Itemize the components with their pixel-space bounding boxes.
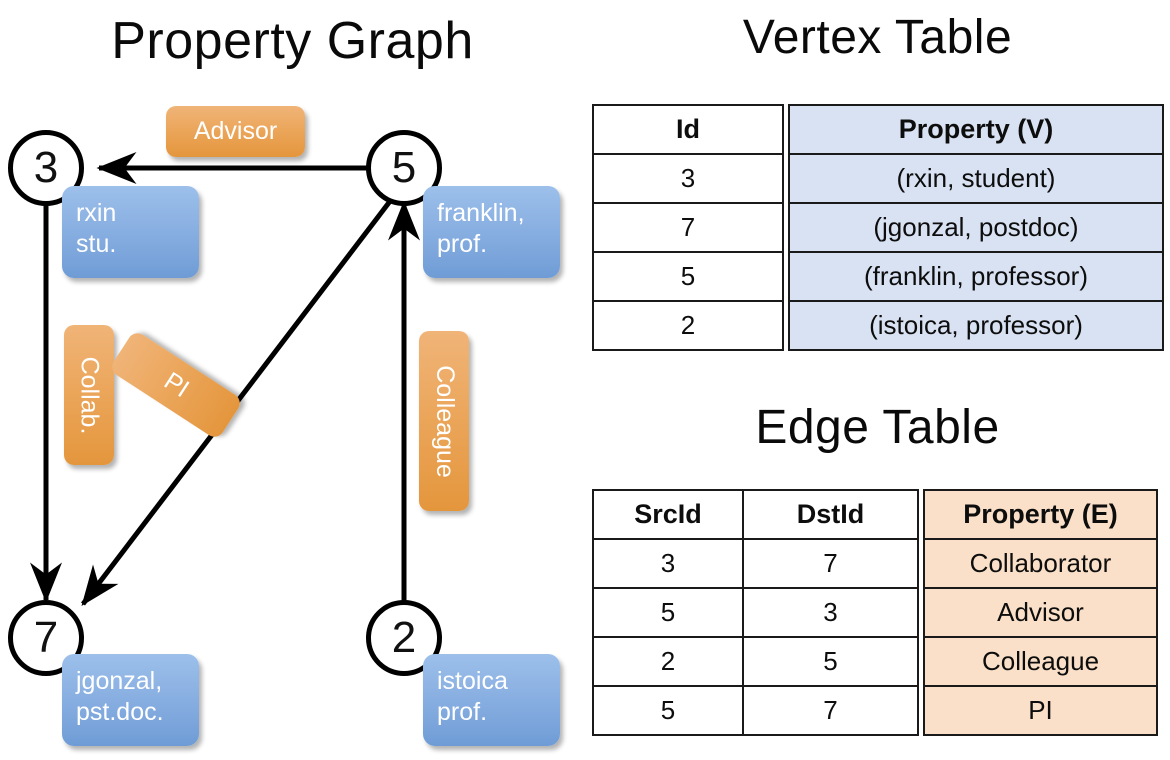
graph-node-2-label: 2 (391, 613, 417, 662)
vertex-row-0-id: 3 (592, 153, 784, 204)
page-title-vertex-table: Vertex Table (742, 11, 1013, 64)
edge-row-3-src: 5 (592, 685, 744, 736)
edge-label-colleague-text: Colleague (430, 364, 459, 478)
edge-row-0-src: 3 (592, 538, 744, 589)
table-row[interactable]: 5 7 PI (592, 685, 1158, 736)
table-row[interactable]: 3 (rxin, student) (592, 153, 1164, 204)
table-row[interactable]: 2 5 Colleague (592, 636, 1158, 687)
edge-table: SrcId DstId Property (E) 3 7 Collaborato… (592, 489, 1158, 736)
table-row[interactable]: 7 (jgonzal, postdoc) (592, 202, 1164, 253)
vertex-box-istoica-line1: istoica (437, 667, 508, 695)
vertex-box-rxin-line1: rxin (76, 199, 117, 227)
edge-row-2-property: Colleague (923, 636, 1158, 687)
edge-row-0-dst: 7 (742, 538, 919, 589)
page-title-edge-table: Edge Table (755, 401, 1000, 454)
edge-row-2-src: 2 (592, 636, 744, 687)
edge-table-header-property: Property (E) (923, 489, 1158, 540)
vertex-table-header-row: Id Property (V) (592, 104, 1164, 155)
vertex-row-3-id: 2 (592, 300, 784, 351)
edge-row-1-property: Advisor (923, 587, 1158, 638)
vertex-row-1-id: 7 (592, 202, 784, 253)
vertex-table: Id Property (V) 3 (rxin, student) 7 (jgo… (592, 104, 1164, 351)
edge-row-3-dst: 7 (742, 685, 919, 736)
edge-row-1-src: 5 (592, 587, 744, 638)
edge-label-pi-text: PI (158, 366, 194, 403)
vertex-box-franklin-line2: prof. (437, 230, 488, 258)
vertex-box-istoica[interactable]: istoica prof. (423, 654, 560, 746)
edge-table-header-row: SrcId DstId Property (E) (592, 489, 1158, 540)
vertex-box-istoica-line2: prof. (437, 698, 488, 726)
edge-label-advisor-text: Advisor (193, 117, 278, 145)
edge-label-collab-text: Collab. (75, 356, 104, 434)
vertex-box-jgonzal[interactable]: jgonzal, pst.doc. (62, 654, 199, 746)
table-row[interactable]: 2 (istoica, professor) (592, 300, 1164, 351)
vertex-table-header-property: Property (V) (788, 104, 1164, 155)
vertex-row-1-property: (jgonzal, postdoc) (788, 202, 1164, 253)
vertex-row-2-id: 5 (592, 251, 784, 302)
edge-table-header-dstid: DstId (742, 489, 919, 540)
page-title-property-graph: Property Graph (111, 12, 474, 70)
vertex-row-3-property: (istoica, professor) (788, 300, 1164, 351)
vertex-table-header-id: Id (592, 104, 784, 155)
edge-label-colleague[interactable]: Colleague (419, 331, 469, 511)
graph-node-2[interactable]: 2 (366, 600, 442, 676)
vertex-box-jgonzal-line1: jgonzal, (76, 667, 163, 695)
table-row[interactable]: 5 (franklin, professor) (592, 251, 1164, 302)
edge-row-0-property: Collaborator (923, 538, 1158, 589)
edge-row-2-dst: 5 (742, 636, 919, 687)
graph-node-3-label: 3 (33, 143, 59, 192)
vertex-row-0-property: (rxin, student) (788, 153, 1164, 204)
vertex-row-2-property: (franklin, professor) (788, 251, 1164, 302)
property-graph-diagram: 3 5 7 2 rxin stu. franklin, prof. jgonza… (8, 106, 560, 746)
edge-label-collab[interactable]: Collab. (64, 325, 114, 465)
edge-table-header-srcid: SrcId (592, 489, 744, 540)
graph-node-5-label: 5 (391, 143, 417, 192)
graph-node-7-label: 7 (33, 613, 59, 662)
edge-row-1-dst: 3 (742, 587, 919, 638)
table-row[interactable]: 3 7 Collaborator (592, 538, 1158, 589)
vertex-box-rxin-line2: stu. (76, 230, 117, 258)
vertex-box-franklin-line1: franklin, (437, 199, 525, 227)
vertex-box-rxin[interactable]: rxin stu. (62, 186, 199, 278)
edge-row-3-property: PI (923, 685, 1158, 736)
table-row[interactable]: 5 3 Advisor (592, 587, 1158, 638)
vertex-box-franklin[interactable]: franklin, prof. (423, 186, 560, 278)
edge-label-advisor[interactable]: Advisor (166, 106, 305, 157)
vertex-box-jgonzal-line2: pst.doc. (76, 698, 164, 726)
